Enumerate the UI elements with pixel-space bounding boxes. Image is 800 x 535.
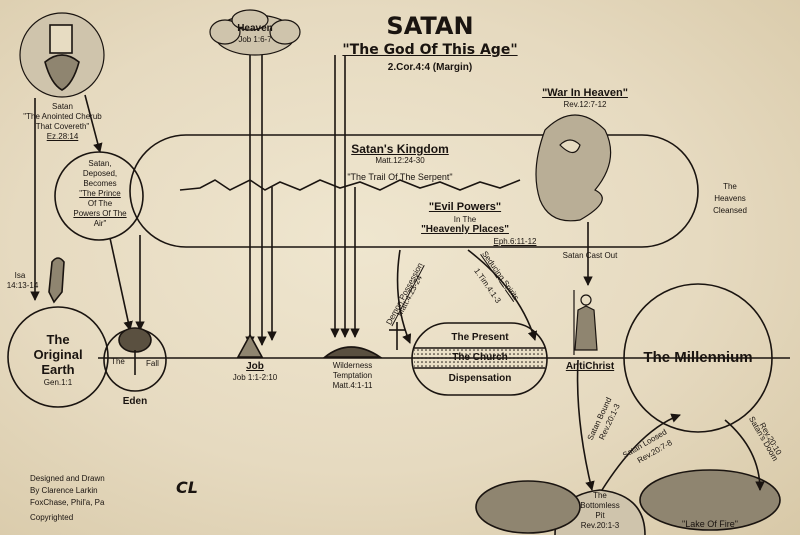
- antichrist-figure: [573, 290, 598, 355]
- heavens-cleansed-line3: Cleansed: [713, 206, 747, 215]
- millennium-label: The Millennium: [643, 349, 753, 366]
- credit-line4: Copyrighted: [30, 513, 74, 522]
- title-reference: 2.Cor.4:4 (Margin): [387, 62, 473, 73]
- wilderness-line2: Temptation: [332, 371, 373, 380]
- deposed-line3: Becomes: [83, 179, 117, 188]
- original-earth-circle: [7, 306, 109, 408]
- page-subtitle: "The God Of This Age": [342, 42, 518, 58]
- cherub-line1: Satan: [52, 102, 73, 111]
- credit-line2: By Clarence Larkin: [30, 486, 98, 495]
- monogram: CL: [176, 478, 198, 497]
- heavens-cleansed-line1: The: [723, 182, 737, 191]
- heaven-label: Heaven: [237, 23, 273, 34]
- church-line1: The Present: [451, 332, 509, 343]
- job-ref: Job 1:1-2:10: [232, 373, 278, 382]
- pit-ref: Rev.20:1-3: [580, 521, 620, 530]
- serpent-trail: [179, 179, 521, 191]
- job-label: Job: [246, 361, 264, 372]
- evil-powers-line2: In The: [453, 215, 477, 224]
- credit-line1: Designed and Drawn: [30, 474, 105, 483]
- wilderness-ref: Matt.4:1-11: [332, 381, 373, 390]
- eden-label: Eden: [122, 396, 148, 407]
- war-in-heaven-ref: Rev.12:7-12: [563, 100, 607, 109]
- page-title: SATAN: [386, 12, 474, 40]
- pit-line3: Pit: [595, 511, 605, 520]
- eden-fall: Fall: [146, 359, 159, 368]
- cherub-line2: "The Anointed Cherub: [23, 112, 102, 121]
- isa-line2: 14:13-14: [6, 281, 39, 290]
- millennium-circle: [623, 283, 773, 433]
- eden-the: The: [111, 357, 125, 366]
- serpent-trail-label: "The Trail Of The Serpent": [347, 172, 453, 182]
- church-band: [414, 348, 545, 368]
- earth-ref: Gen.1:1: [43, 378, 73, 387]
- fire-mound-left: [475, 480, 581, 534]
- cherub-line3: That Covereth": [35, 122, 90, 131]
- pit-line2: Bottomless: [580, 501, 620, 510]
- church-line2: The Church: [452, 352, 508, 363]
- deposed-line7: Air": [93, 219, 107, 228]
- deposed-line2: Deposed,: [82, 169, 118, 178]
- church-line3: Dispensation: [448, 373, 512, 384]
- pit-line1: The: [593, 491, 607, 500]
- eden-tree-figure: [118, 327, 152, 375]
- earth-line2: Original: [33, 347, 83, 362]
- deposed-line1: Satan,: [88, 159, 112, 168]
- isa-line1: Isa: [14, 271, 26, 280]
- church-capsule: [411, 322, 548, 396]
- deposed-line6: Powers Of The: [73, 209, 127, 218]
- kingdom-label: Satan's Kingdom: [351, 142, 449, 156]
- cherub-ref: Ez.28:14: [46, 132, 79, 141]
- lake-of-fire-label: "Lake Of Fire": [682, 519, 738, 529]
- satan-cast-out-label: Satan Cast Out: [562, 251, 618, 260]
- evil-powers-line1: "Evil Powers": [428, 201, 502, 213]
- heaven-ref: Job 1:6-7: [238, 35, 272, 44]
- wilderness-line1: Wilderness: [332, 361, 373, 370]
- heaven-cloud: [209, 9, 301, 56]
- war-in-heaven-figure: [535, 114, 612, 222]
- credit-line3: FoxChase, Phil'a, Pa: [30, 498, 105, 507]
- war-in-heaven-label: "War In Heaven": [542, 87, 628, 99]
- antichrist-label: AntiChrist: [565, 361, 615, 372]
- fire-mound-right: [639, 469, 781, 531]
- evil-powers-ref: Eph.6:11-12: [493, 237, 537, 246]
- earth-line3: Earth: [41, 362, 75, 377]
- kingdom-ref: Matt.12:24-30: [375, 156, 425, 165]
- heavens-cleansed-line2: Heavens: [714, 194, 746, 203]
- evil-powers-line3: "Heavenly Places": [421, 224, 509, 235]
- earth-line1: The: [46, 332, 70, 347]
- kingdom-capsule: [129, 134, 699, 248]
- deposed-line5: Of The: [87, 199, 113, 208]
- deposed-line4: "The Prince: [79, 189, 121, 198]
